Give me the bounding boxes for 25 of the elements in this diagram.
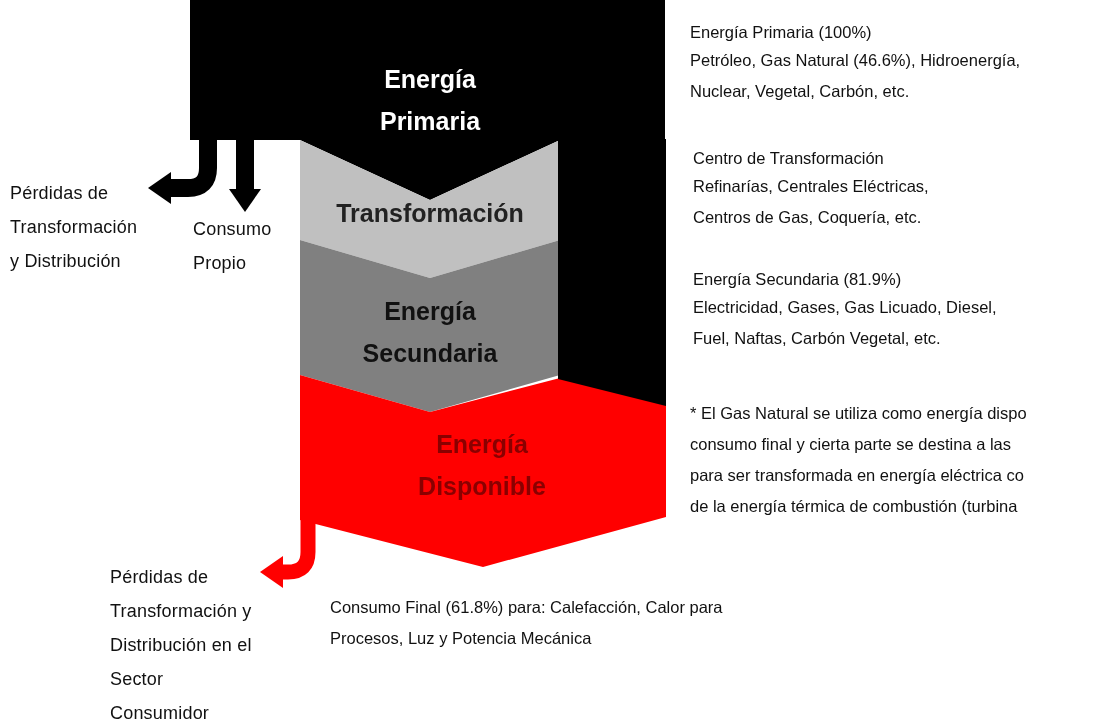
heading-text: Centro de Transformación	[693, 148, 885, 169]
flow-band	[300, 375, 666, 567]
note-text: consumo final y cierta parte se destina a las	[690, 434, 1012, 455]
flow-label: Consumo Propio	[193, 212, 285, 280]
description-text: Consumo Final (61.8%) para: Calefacción, Calor para Procesos, Luz y Potencia Mecánica	[330, 597, 724, 649]
flow-label: Pérdidas de Transformación y Distribución	[10, 176, 148, 278]
note-text: de la energía térmica de combustión (turbina	[690, 496, 1019, 517]
band-title: Energía Primaria	[378, 64, 482, 137]
description-text: Electricidad, Gases, Gas Licuado, Diesel, Fuel, Naftas, Carbón Vegetal, etc.	[693, 297, 998, 349]
description-text: Petróleo, Gas Natural (46.6%), Hidroenergía, Nuclear, Vegetal, Carbón, etc.	[690, 50, 1022, 102]
band-title: Transformación	[335, 198, 525, 229]
flow-arrow	[260, 517, 316, 588]
note-text: para ser transformada en energía eléctrica co	[690, 465, 1025, 486]
flow-band	[300, 240, 560, 412]
band-title: Energía Disponible	[417, 429, 547, 502]
description-text: Refinarías, Centrales Eléctricas, Centros de Gas, Coquería, etc.	[693, 176, 930, 228]
heading-text: Energía Primaria (100%)	[690, 22, 873, 43]
band-title: Energía Secundaria	[361, 296, 499, 369]
flow-arrow	[229, 140, 261, 212]
flow-band	[190, 0, 665, 200]
flow-label: Pérdidas de Transformación y Distribución en el Sector Consumidor	[110, 560, 260, 720]
heading-text: Energía Secundaria (81.9%)	[693, 269, 903, 290]
bypass-flow-band	[558, 139, 666, 406]
flow-band	[300, 140, 560, 278]
note-text: * El Gas Natural se utiliza como energía dispo	[690, 403, 1028, 424]
